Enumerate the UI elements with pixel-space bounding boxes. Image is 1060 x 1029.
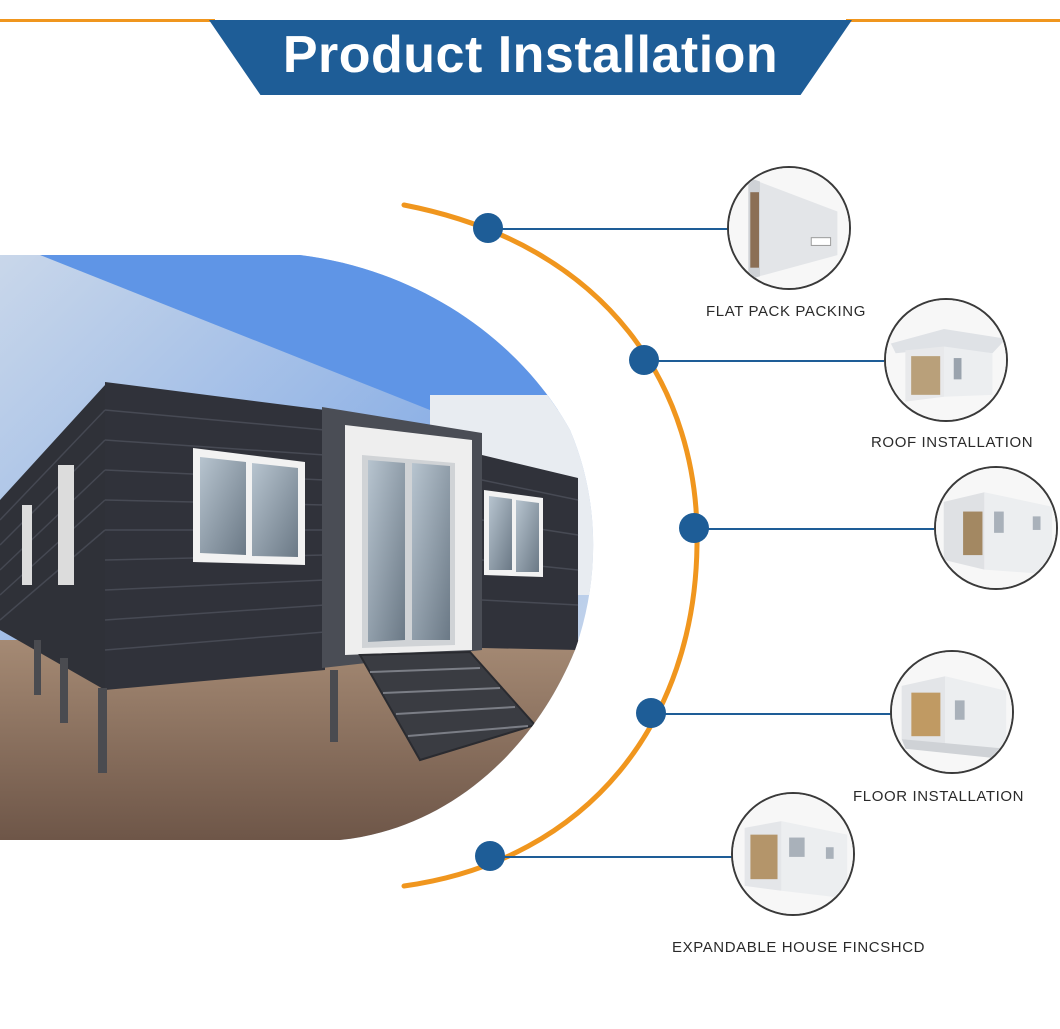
step-node <box>629 345 659 375</box>
connector-line <box>644 360 884 362</box>
step-node <box>636 698 666 728</box>
connector-line <box>694 528 934 530</box>
step-node <box>473 213 503 243</box>
step-label: FLOOR INSTALLATION <box>853 788 1025 805</box>
expandable-house-photo <box>0 255 594 840</box>
page-title: Product Installation <box>282 25 779 84</box>
step-label: ROOF INSTALLATION <box>871 434 1034 451</box>
connector-line <box>651 713 891 715</box>
flat-pack-container-image <box>727 166 851 290</box>
finished-house-image <box>731 792 855 916</box>
floor-install-image <box>890 650 1014 774</box>
header-rule-left <box>0 19 215 22</box>
wall-expansion-image <box>934 466 1058 590</box>
roof-install-image <box>884 298 1008 422</box>
connector-line <box>488 228 728 230</box>
step-node <box>679 513 709 543</box>
title-banner: Product Installation <box>209 20 852 95</box>
step-label: EXPANDABLE HOUSE FINCSHCD <box>672 939 926 956</box>
header-rule-right <box>846 19 1060 22</box>
connector-line <box>490 856 732 858</box>
step-label: FLAT PACK PACKING <box>706 303 866 320</box>
step-node <box>475 841 505 871</box>
